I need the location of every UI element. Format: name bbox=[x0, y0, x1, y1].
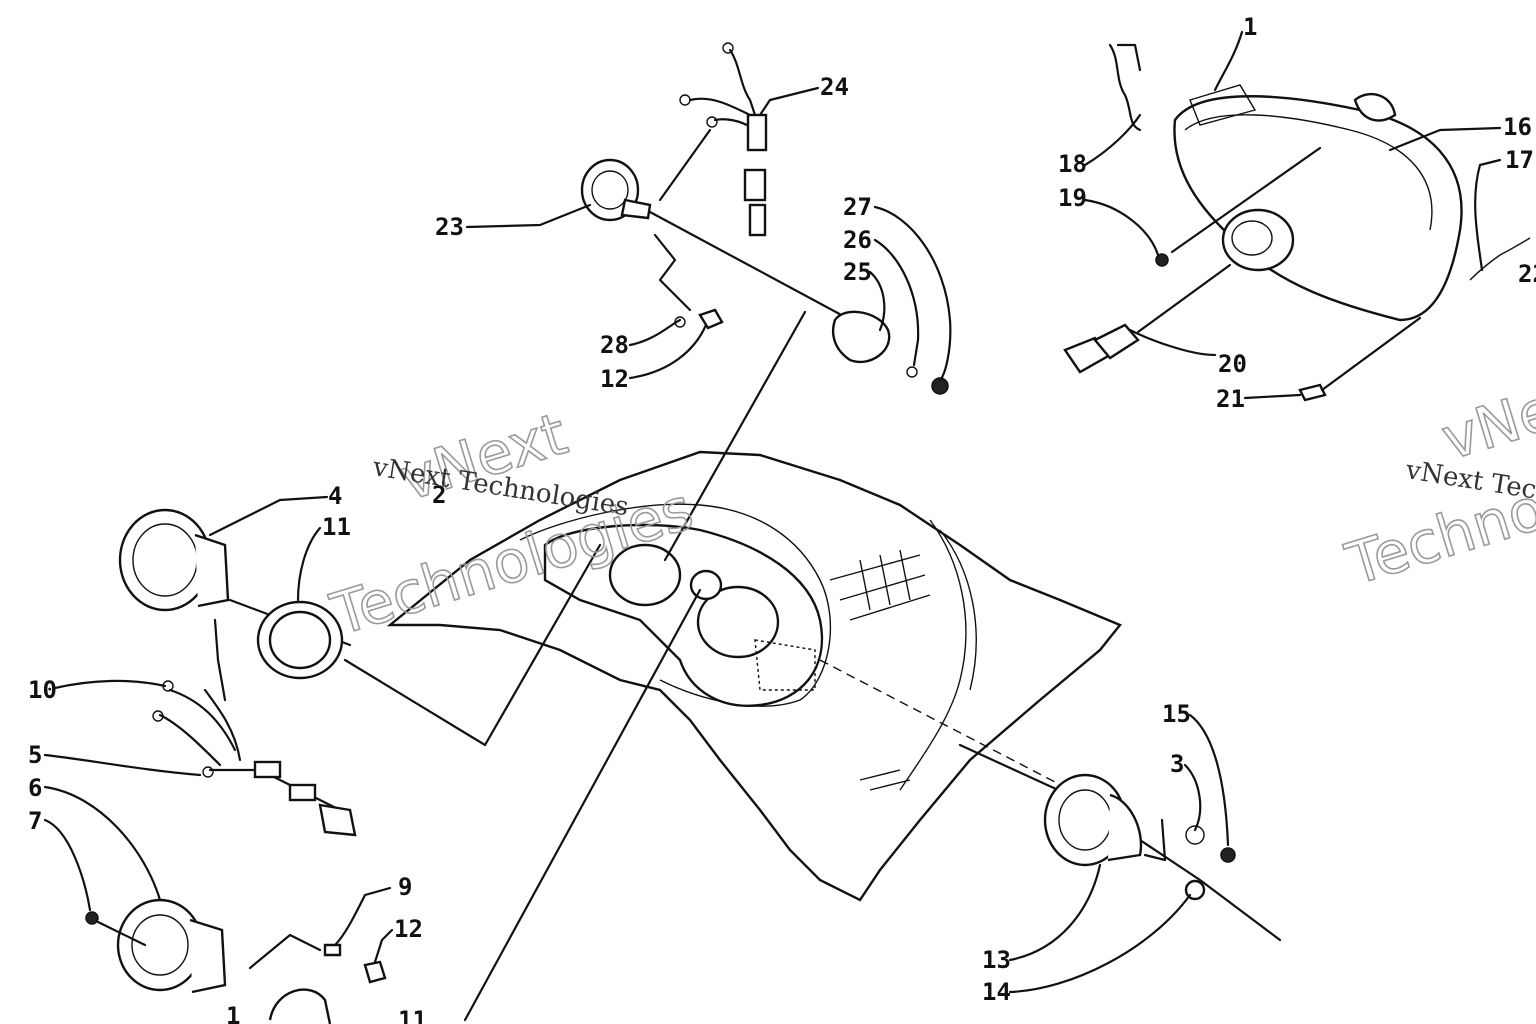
callout-6: 6 bbox=[28, 774, 42, 802]
callout-3: 3 bbox=[1170, 750, 1184, 778]
callout-2: 2 bbox=[432, 481, 446, 509]
callout-19: 19 bbox=[1058, 184, 1087, 212]
callout-18: 18 bbox=[1058, 150, 1087, 178]
callout-28: 28 bbox=[600, 331, 629, 359]
callout-16: 16 bbox=[1503, 113, 1532, 141]
callout-1: 1 bbox=[1243, 13, 1257, 41]
callout-9: 9 bbox=[398, 873, 412, 901]
callout-25: 25 bbox=[843, 258, 872, 286]
right-lower-gauge bbox=[1043, 773, 1236, 901]
hood-console bbox=[386, 450, 1122, 902]
callout-4: 4 bbox=[328, 482, 342, 510]
callout-13: 13 bbox=[982, 946, 1011, 974]
watermark-right: vNext Technologies vNext Technologies bbox=[1337, 358, 1536, 599]
callout-21: 21 bbox=[1216, 385, 1245, 413]
headlight-assembly bbox=[1063, 43, 1531, 402]
callout-1-lower: 1 bbox=[226, 1002, 240, 1024]
callout-5: 5 bbox=[28, 741, 42, 769]
callout-23: 23 bbox=[435, 213, 464, 241]
upper-switch-assembly bbox=[580, 42, 949, 395]
callout-22: 22 bbox=[1518, 260, 1536, 288]
callout-7: 7 bbox=[28, 807, 42, 835]
callout-17: 17 bbox=[1505, 146, 1534, 174]
callout-12-upper: 12 bbox=[600, 365, 629, 393]
callout-20: 20 bbox=[1218, 350, 1247, 378]
callout-leaders bbox=[43, 30, 1502, 994]
assembly-lines bbox=[343, 310, 1282, 1022]
callout-11-lower: 11 bbox=[398, 1006, 427, 1024]
watermark-right-line1: vNext bbox=[1434, 359, 1536, 474]
callout-10: 10 bbox=[28, 676, 57, 704]
callout-26: 26 bbox=[843, 226, 872, 254]
callout-numbers: 1 16 17 22 18 19 20 21 24 23 27 26 25 28… bbox=[28, 13, 1536, 1024]
callout-24: 24 bbox=[820, 73, 849, 101]
left-upper-gauge bbox=[118, 508, 357, 837]
callout-15: 15 bbox=[1162, 700, 1191, 728]
callout-12-lower: 12 bbox=[394, 915, 423, 943]
callout-14: 14 bbox=[982, 978, 1011, 1006]
callout-11-upper: 11 bbox=[322, 513, 351, 541]
callout-27: 27 bbox=[843, 193, 872, 221]
